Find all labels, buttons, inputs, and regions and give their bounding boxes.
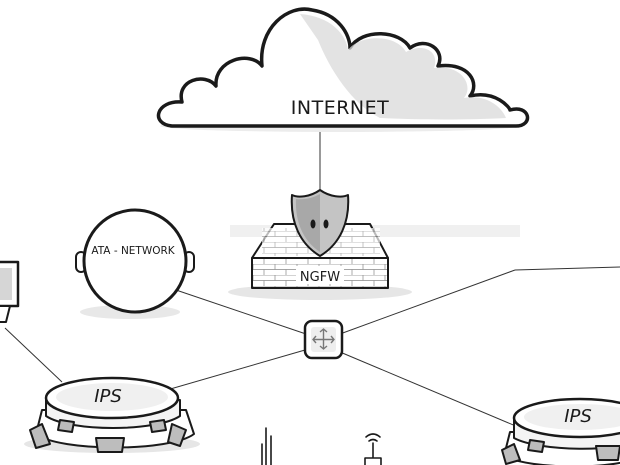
shield-icon [290, 189, 350, 257]
monitor-screen [0, 268, 12, 300]
link-switch-ips-left [159, 349, 306, 393]
data-network-orb [82, 208, 188, 314]
ips-right-feet [501, 439, 620, 465]
connection-lines [4, 128, 620, 433]
ips-left-top-inner [56, 383, 168, 411]
link-switch-right-upper [339, 269, 516, 335]
left-device-partial [0, 260, 20, 323]
wifi-router-icon [364, 433, 382, 465]
link-left-device-ips [4, 327, 63, 383]
ips-left-node: IPS [24, 376, 200, 453]
antenna-icon [261, 427, 272, 465]
firewall-label: NGFW [300, 270, 340, 285]
data-network-node: ATA - NETWORK [75, 208, 195, 319]
switch-node [303, 319, 344, 360]
link-right-upper-edge [514, 266, 620, 271]
cloud-shading [300, 14, 506, 120]
monitor-stand [0, 305, 11, 323]
data-network-label: ATA - NETWORK [91, 245, 175, 257]
ips-left-feet [29, 419, 187, 453]
switch-arrows-icon [312, 328, 335, 350]
ngfw-firewall: NGFW [228, 189, 520, 300]
cloud-label: INTERNET [291, 97, 389, 119]
shield-highlight [295, 194, 320, 252]
link-datanet-switch [175, 289, 307, 335]
firewall-label-bg [296, 266, 344, 284]
ips-left-label: IPS [94, 386, 122, 407]
firewall-front [251, 257, 389, 289]
ips-right-top-inner [524, 404, 620, 430]
internet-cloud: INTERNET [156, 7, 530, 132]
link-switch-ips-right [339, 351, 531, 433]
ips-right-label: IPS [564, 406, 592, 427]
ips-right-node: IPS [501, 397, 620, 465]
